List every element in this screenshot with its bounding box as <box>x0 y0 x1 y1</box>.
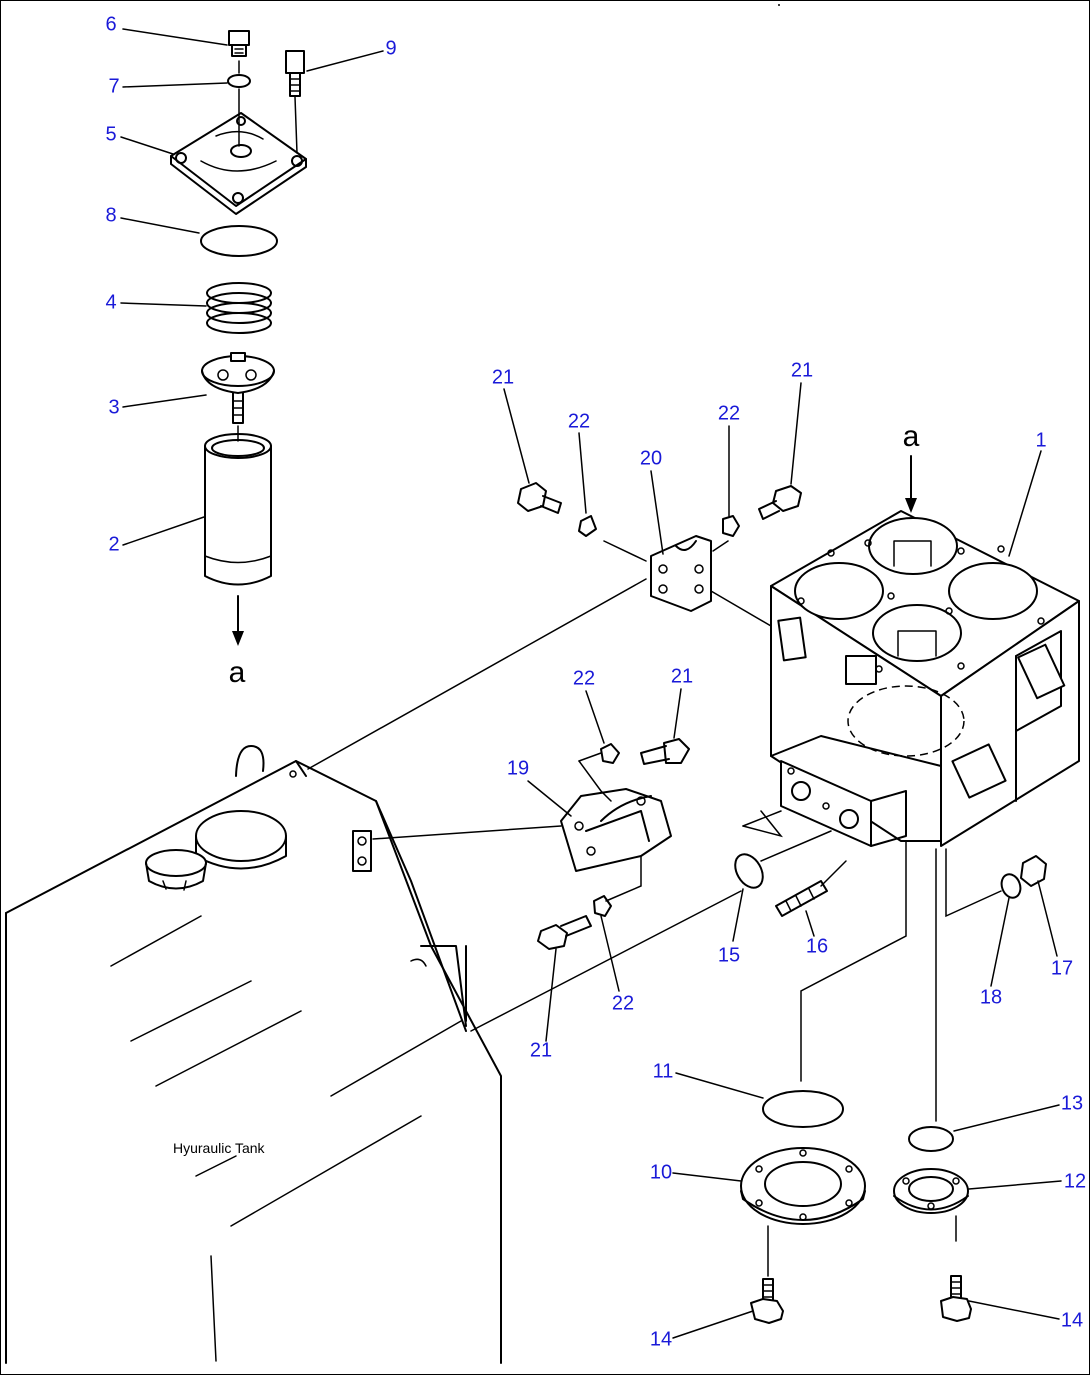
part-12-flange <box>893 1168 969 1214</box>
part-8-o-ring <box>200 225 278 257</box>
callout-21-upper-right: 21 <box>791 359 813 381</box>
callout-21-upper-left: 21 <box>492 366 514 388</box>
callout-5: 5 <box>105 123 116 145</box>
view-marker-upper: a <box>903 420 920 453</box>
callout-21-mid: 21 <box>671 665 693 687</box>
callout-11: 11 <box>653 1060 674 1082</box>
callout-4: 4 <box>105 291 116 313</box>
part-16-stud <box>775 880 828 917</box>
tank-cap-small <box>145 849 207 877</box>
part-2-filter-element <box>204 433 272 586</box>
part-20-bracket <box>650 535 712 612</box>
part-11-o-ring <box>762 1090 844 1128</box>
part-22-washer-lower <box>593 895 612 917</box>
callout-16: 16 <box>806 935 828 957</box>
tank-label: Hyuraulic Tank <box>173 1140 266 1156</box>
callout-12: 12 <box>1064 1170 1086 1192</box>
callout-3: 3 <box>108 396 119 418</box>
callout-15: 15 <box>718 944 740 966</box>
callout-20: 20 <box>640 447 662 469</box>
callout-6: 6 <box>105 13 116 35</box>
callout-22-lower: 22 <box>612 992 634 1014</box>
callout-2: 2 <box>108 533 119 555</box>
callout-1: 1 <box>1035 429 1046 451</box>
part-3-valve <box>201 352 275 424</box>
callout-22-upper-right: 22 <box>718 402 740 424</box>
hydraulic-tank: Hyuraulic Tank <box>5 745 502 1364</box>
callout-8: 8 <box>105 204 116 226</box>
part-17-nut <box>1020 855 1047 887</box>
part-1-filter-housing <box>770 510 1080 847</box>
assembly-lines <box>237 60 1002 1277</box>
callout-9: 9 <box>385 37 396 59</box>
part-5-cover <box>170 112 307 215</box>
callout-22-mid: 22 <box>573 667 595 689</box>
callout-21-lower: 21 <box>530 1039 552 1061</box>
callout-19: 19 <box>507 757 529 779</box>
part-21-bolt-mid-top <box>640 738 690 765</box>
part-13-o-ring <box>908 1126 954 1152</box>
part-22-washer-upper-left <box>578 515 597 537</box>
part-15-o-ring <box>734 853 764 889</box>
part-10-flange <box>740 1147 866 1225</box>
tank-cap-large <box>195 810 287 862</box>
part-22-washer-upper-right <box>722 515 740 537</box>
part-7-o-ring <box>227 74 251 88</box>
view-arrow-upper: a <box>903 420 920 513</box>
part-4-spring <box>206 282 272 334</box>
callout-14-right: 14 <box>1061 1309 1083 1331</box>
view-marker-lower: a <box>229 656 246 689</box>
part-14-bolt-right <box>940 1275 972 1322</box>
part-18-washer <box>1000 873 1022 899</box>
callout-22-upper-left: 22 <box>568 410 590 432</box>
callout-labels: 6 7 5 9 8 4 3 2 1 21 22 20 22 21 22 21 1… <box>105 13 1086 1350</box>
part-21-bolt-upper-right <box>758 485 802 520</box>
callout-18: 18 <box>980 986 1002 1008</box>
part-21-bolt-lower <box>537 915 592 950</box>
callout-17: 17 <box>1051 957 1073 979</box>
part-6-plug <box>228 30 250 57</box>
callout-10: 10 <box>650 1161 672 1183</box>
part-9-bolt <box>285 50 305 97</box>
callout-leaders <box>120 28 1062 1339</box>
part-21-bolt-upper-left <box>517 482 562 514</box>
part-19-bracket <box>560 788 672 872</box>
callout-13: 13 <box>1061 1092 1083 1114</box>
part-22-washer-mid-top <box>600 743 620 764</box>
callout-14-left: 14 <box>650 1328 672 1350</box>
view-arrow-lower: a <box>229 595 246 689</box>
edge-mark <box>778 4 780 6</box>
callout-7: 7 <box>108 75 119 97</box>
part-14-bolt-left <box>750 1278 784 1324</box>
